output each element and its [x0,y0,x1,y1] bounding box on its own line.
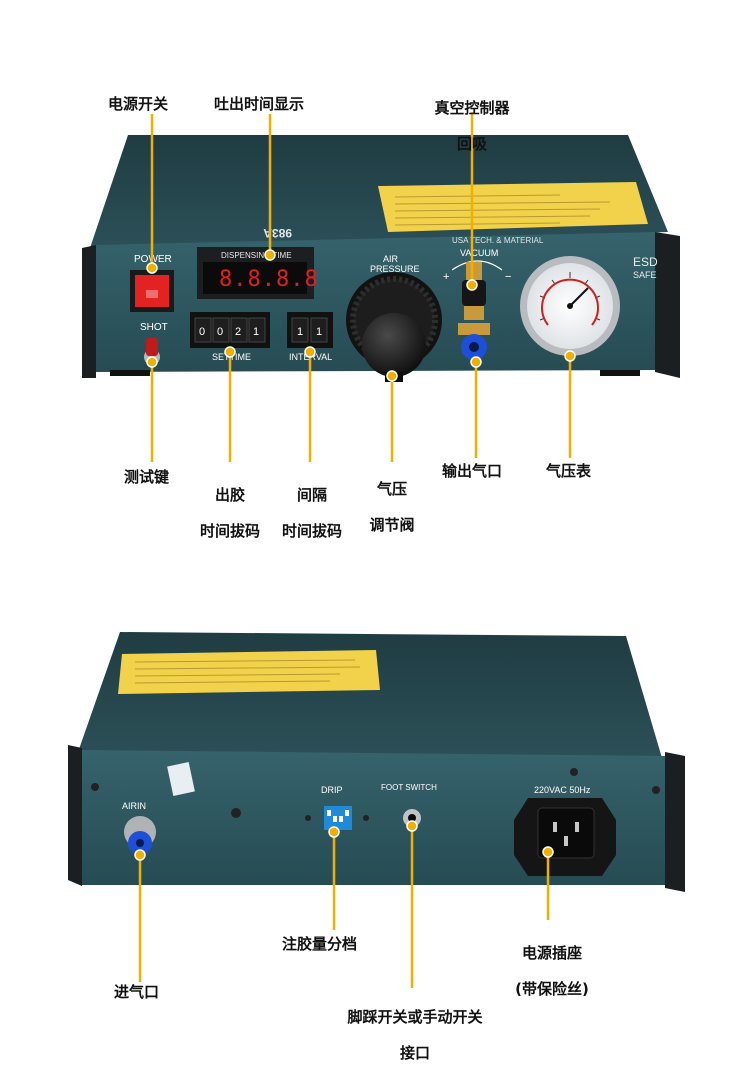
callout-gauge: 气压表 [546,462,592,480]
settime-digit-3: 2 [235,326,241,338]
shot-label: SHOT [140,322,168,333]
dispensing-time-label: DISPENSING TIME [221,251,292,260]
airin-label: AIRIN [122,801,146,811]
callout-regulator: 气压 调节阀 [356,462,428,552]
callout-settime-line1: 出胶 [214,486,245,504]
svg-text:−: − [505,271,511,283]
settime-digit-4: 1 [253,326,259,338]
safe-label: SAFE [633,270,657,280]
esd-label: ESD [633,255,658,269]
svg-text:+: + [443,271,449,283]
display-readout: 8.8.8.8 [219,267,319,292]
callout-drip: 注胶量分档 [282,935,358,953]
callout-regulator-line1: 气压 [376,480,407,498]
callout-foot-switch: 脚踩开关或手动开关 接口 [330,990,500,1080]
model-label: 983A [263,226,292,240]
front-left-frame [82,245,96,378]
vacuum-label: VACUUM [460,248,498,258]
callout-test-key: 测试键 [124,468,170,486]
front-callout-dots [146,249,576,382]
interval-digit-2: 1 [316,326,322,338]
callout-vacuum-line2: 回吸 [456,135,487,153]
callout-settime: 出胶 时间拔码 [190,468,270,558]
callout-interval: 间隔 时间拔码 [272,468,352,558]
power-rating-label: 220VAC 50Hz [534,785,591,795]
back-left-frame [68,745,82,886]
front-callout-lines [150,112,572,462]
gauge-needle [569,287,589,307]
callout-foot-line2: 接口 [399,1044,430,1062]
power-inlet-socket[interactable] [537,807,595,859]
back-caution-label [118,650,380,694]
drip-label: DRIP [321,785,343,795]
front-right-frame [655,232,680,378]
callout-interval-line2: 时间拔码 [281,522,342,540]
back-callout-lines [138,825,550,988]
back-callout-dots [134,820,554,861]
drip-dip-switch[interactable] [324,806,352,830]
callout-interval-line1: 间隔 [296,486,327,504]
callout-socket-line1: 电源插座 [521,944,582,962]
pressure-label: PRESSURE [370,264,420,274]
back-unit: AIRIN DRIP FOOT SWITCH 220VAC 50Hz [68,632,685,892]
callout-vacuum: 真空控制器 回吸 [426,81,518,171]
callout-regulator-line2: 调节阀 [369,516,415,534]
callout-socket-line2: (带保险丝) [515,980,589,998]
callout-foot-line1: 脚踩开关或手动开关 [347,1008,483,1026]
front-unit: 983A USA TECH. & MATERIAL POWER SHOT DIS… [82,135,680,382]
settime-digit-2: 0 [217,326,223,338]
air-label: AIR [383,254,399,264]
callout-vacuum-line1: 真空控制器 [434,99,510,117]
callout-display: 吐出时间显示 [214,95,305,113]
callout-air-in: 进气口 [114,983,160,1001]
callout-socket: 电源插座 (带保险丝) [504,926,600,1016]
foot-switch-label: FOOT SWITCH [381,783,437,792]
brand-sub-label: USA TECH. & MATERIAL [452,236,544,245]
settime-digit-1: 0 [199,326,205,338]
back-right-frame [665,752,685,892]
callout-outlet: 输出气口 [442,462,503,480]
callout-settime-line2: 时间拔码 [199,522,260,540]
caution-label [378,182,648,232]
pressure-regulator-knob[interactable] [362,313,426,377]
shot-test-button[interactable] [146,338,158,356]
foot-switch-jack[interactable] [408,814,416,822]
callout-power-switch: 电源开关 [108,95,169,113]
interval-digit-1: 1 [297,326,303,338]
